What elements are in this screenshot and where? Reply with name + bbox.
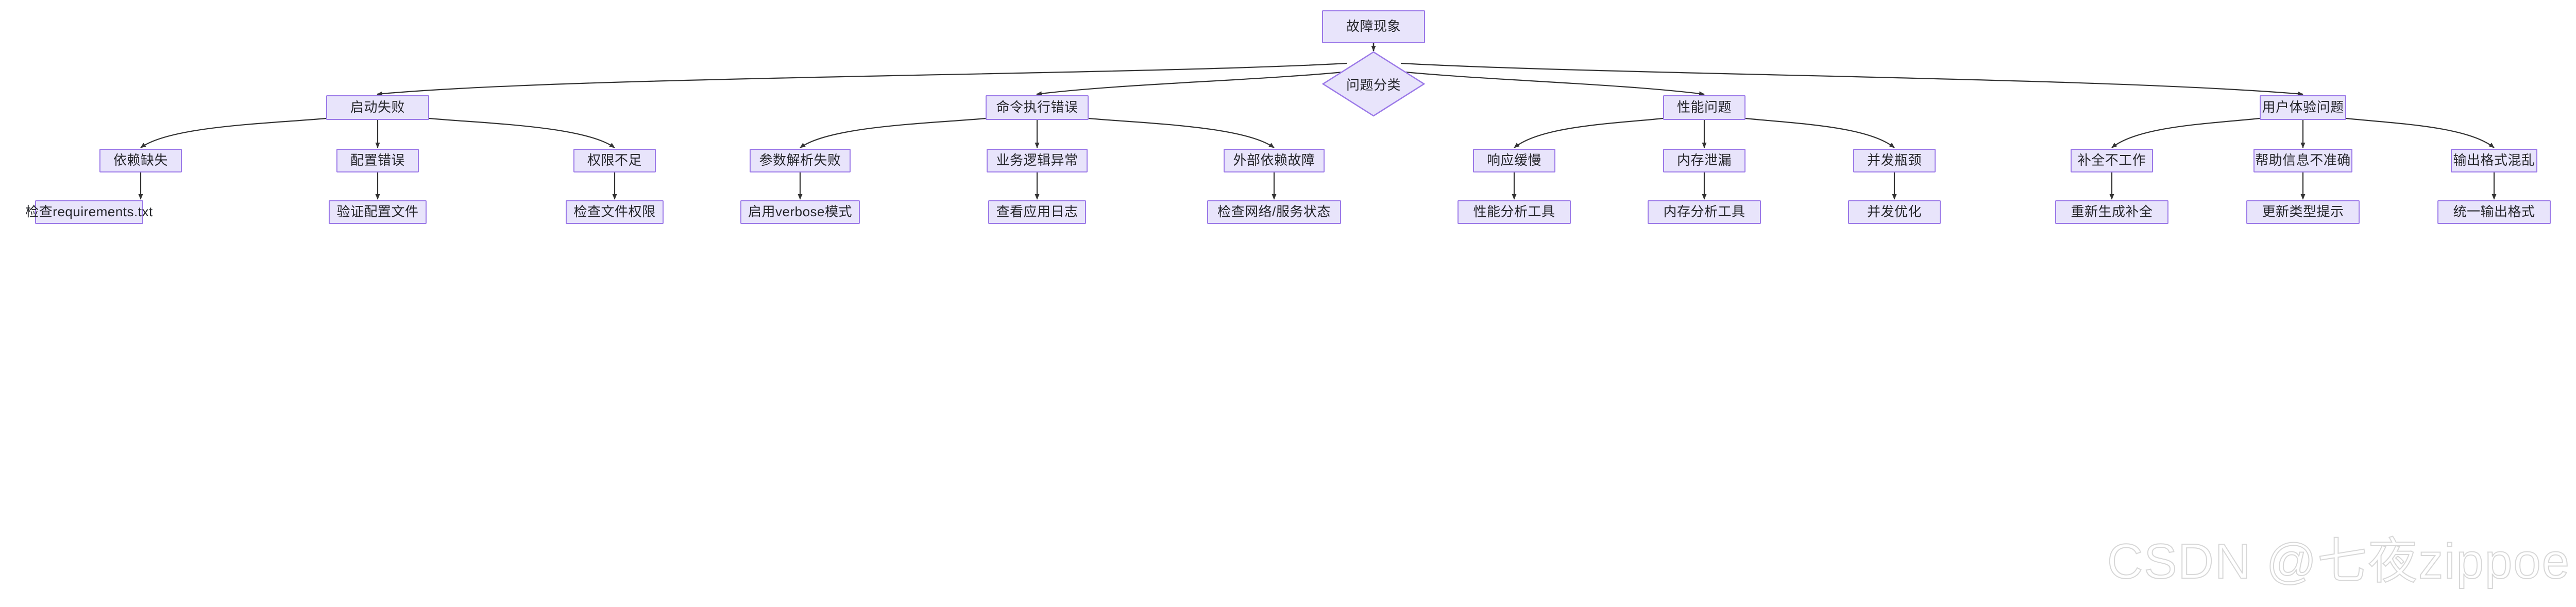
edge-decision-to-cat-1	[1036, 70, 1359, 96]
edge-decision-to-cat-0	[377, 62, 1347, 96]
node-symptom-slow-response[interactable]: 响应缓慢	[1473, 149, 1555, 172]
node-symptom-label: 参数解析失败	[759, 152, 841, 168]
edge-cat1-to-child2	[1088, 117, 1275, 148]
node-action-check-file-permission[interactable]: 检查文件权限	[566, 200, 664, 224]
node-category-user-experience[interactable]: 用户体验问题	[2260, 95, 2346, 120]
node-action-view-app-logs[interactable]: 查看应用日志	[988, 200, 1086, 224]
node-symptom-label: 补全不工作	[2077, 152, 2146, 168]
edge-decision-to-cat-2	[1388, 70, 1705, 96]
node-action-label: 启用verbose模式	[748, 204, 852, 220]
node-symptom-config-error[interactable]: 配置错误	[336, 149, 419, 172]
node-symptom-label: 内存泄漏	[1676, 152, 1732, 168]
node-symptom-completion-not-working[interactable]: 补全不工作	[2071, 149, 2153, 172]
node-action-performance-profiler[interactable]: 性能分析工具	[1458, 200, 1571, 224]
node-symptom-business-logic-exception[interactable]: 业务逻辑异常	[987, 149, 1088, 172]
node-action-regenerate-completion[interactable]: 重新生成补全	[2055, 200, 2168, 224]
node-action-label: 检查requirements.txt	[25, 204, 153, 220]
node-action-check-network-service-status[interactable]: 检查网络/服务状态	[1207, 200, 1341, 224]
node-action-label: 内存分析工具	[1663, 204, 1745, 220]
node-category-command-error[interactable]: 命令执行错误	[986, 95, 1089, 120]
node-symptom-label: 帮助信息不准确	[2255, 152, 2351, 168]
node-action-label: 重新生成补全	[2071, 204, 2153, 220]
edge-cat2-to-child2	[1745, 117, 1895, 148]
node-category-label: 启动失败	[350, 99, 405, 115]
edge-cat3-to-child2	[2346, 117, 2495, 148]
edge-decision-to-cat-3	[1400, 62, 2303, 96]
node-action-concurrency-optimization[interactable]: 并发优化	[1848, 200, 1941, 224]
node-action-label: 并发优化	[1867, 204, 1922, 220]
edge-cat1-to-child0	[800, 117, 986, 148]
watermark: CSDN @七夜zippoe	[2107, 533, 2571, 589]
node-symptom-label: 业务逻辑异常	[996, 152, 1078, 168]
node-category-label: 用户体验问题	[2262, 99, 2344, 115]
node-symptom-label: 响应缓慢	[1486, 152, 1541, 168]
node-decision-label: 问题分类	[1346, 77, 1401, 93]
node-symptom-messy-output-format[interactable]: 输出格式混乱	[2451, 149, 2537, 172]
node-symptom-arg-parse-failure[interactable]: 参数解析失败	[750, 149, 851, 172]
node-symptom-label: 输出格式混乱	[2453, 152, 2535, 168]
edge-cat0-to-child2	[429, 117, 615, 148]
node-decision[interactable]: 问题分类	[1322, 51, 1425, 117]
node-symptom-concurrency-bottleneck[interactable]: 并发瓶颈	[1853, 149, 1936, 172]
node-action-label: 检查文件权限	[573, 204, 656, 220]
node-symptom-missing-dependency[interactable]: 依赖缺失	[99, 149, 182, 172]
node-symptom-label: 配置错误	[350, 152, 405, 168]
node-symptom-label: 外部依赖故障	[1233, 152, 1315, 168]
node-root-label: 故障现象	[1346, 19, 1401, 34]
node-symptom-inaccurate-help[interactable]: 帮助信息不准确	[2253, 149, 2352, 172]
node-action-memory-profiler[interactable]: 内存分析工具	[1648, 200, 1761, 224]
node-action-verify-config-file[interactable]: 验证配置文件	[329, 200, 427, 224]
edge-cat3-to-child0	[2111, 117, 2260, 148]
edge-cat0-to-child0	[140, 117, 327, 148]
node-action-label: 统一输出格式	[2453, 204, 2535, 220]
node-action-unify-output-format[interactable]: 统一输出格式	[2437, 200, 2551, 224]
node-category-startup-failure[interactable]: 启动失败	[326, 95, 429, 120]
node-symptom-label: 权限不足	[587, 152, 642, 168]
node-action-label: 更新类型提示	[2262, 204, 2344, 220]
node-category-label: 命令执行错误	[996, 99, 1078, 115]
node-category-label: 性能问题	[1676, 99, 1732, 115]
node-symptom-label: 依赖缺失	[113, 152, 168, 168]
diamond-shape	[1322, 51, 1425, 117]
node-action-update-type-hints[interactable]: 更新类型提示	[2246, 200, 2360, 224]
node-symptom-external-dependency-failure[interactable]: 外部依赖故障	[1224, 149, 1325, 172]
node-action-check-requirements[interactable]: 检查requirements.txt	[25, 200, 152, 224]
edge-cat2-to-child0	[1514, 117, 1664, 148]
node-action-label: 检查网络/服务状态	[1217, 204, 1331, 220]
node-symptom-memory-leak[interactable]: 内存泄漏	[1663, 149, 1745, 172]
node-action-label: 查看应用日志	[996, 204, 1078, 220]
node-action-label: 性能分析工具	[1473, 204, 1555, 220]
node-action-label: 验证配置文件	[336, 204, 419, 220]
node-category-performance[interactable]: 性能问题	[1663, 95, 1745, 120]
node-symptom-insufficient-permission[interactable]: 权限不足	[573, 149, 656, 172]
node-root[interactable]: 故障现象	[1322, 10, 1425, 43]
node-action-enable-verbose-mode[interactable]: 启用verbose模式	[740, 200, 860, 224]
node-symptom-label: 并发瓶颈	[1867, 152, 1922, 168]
